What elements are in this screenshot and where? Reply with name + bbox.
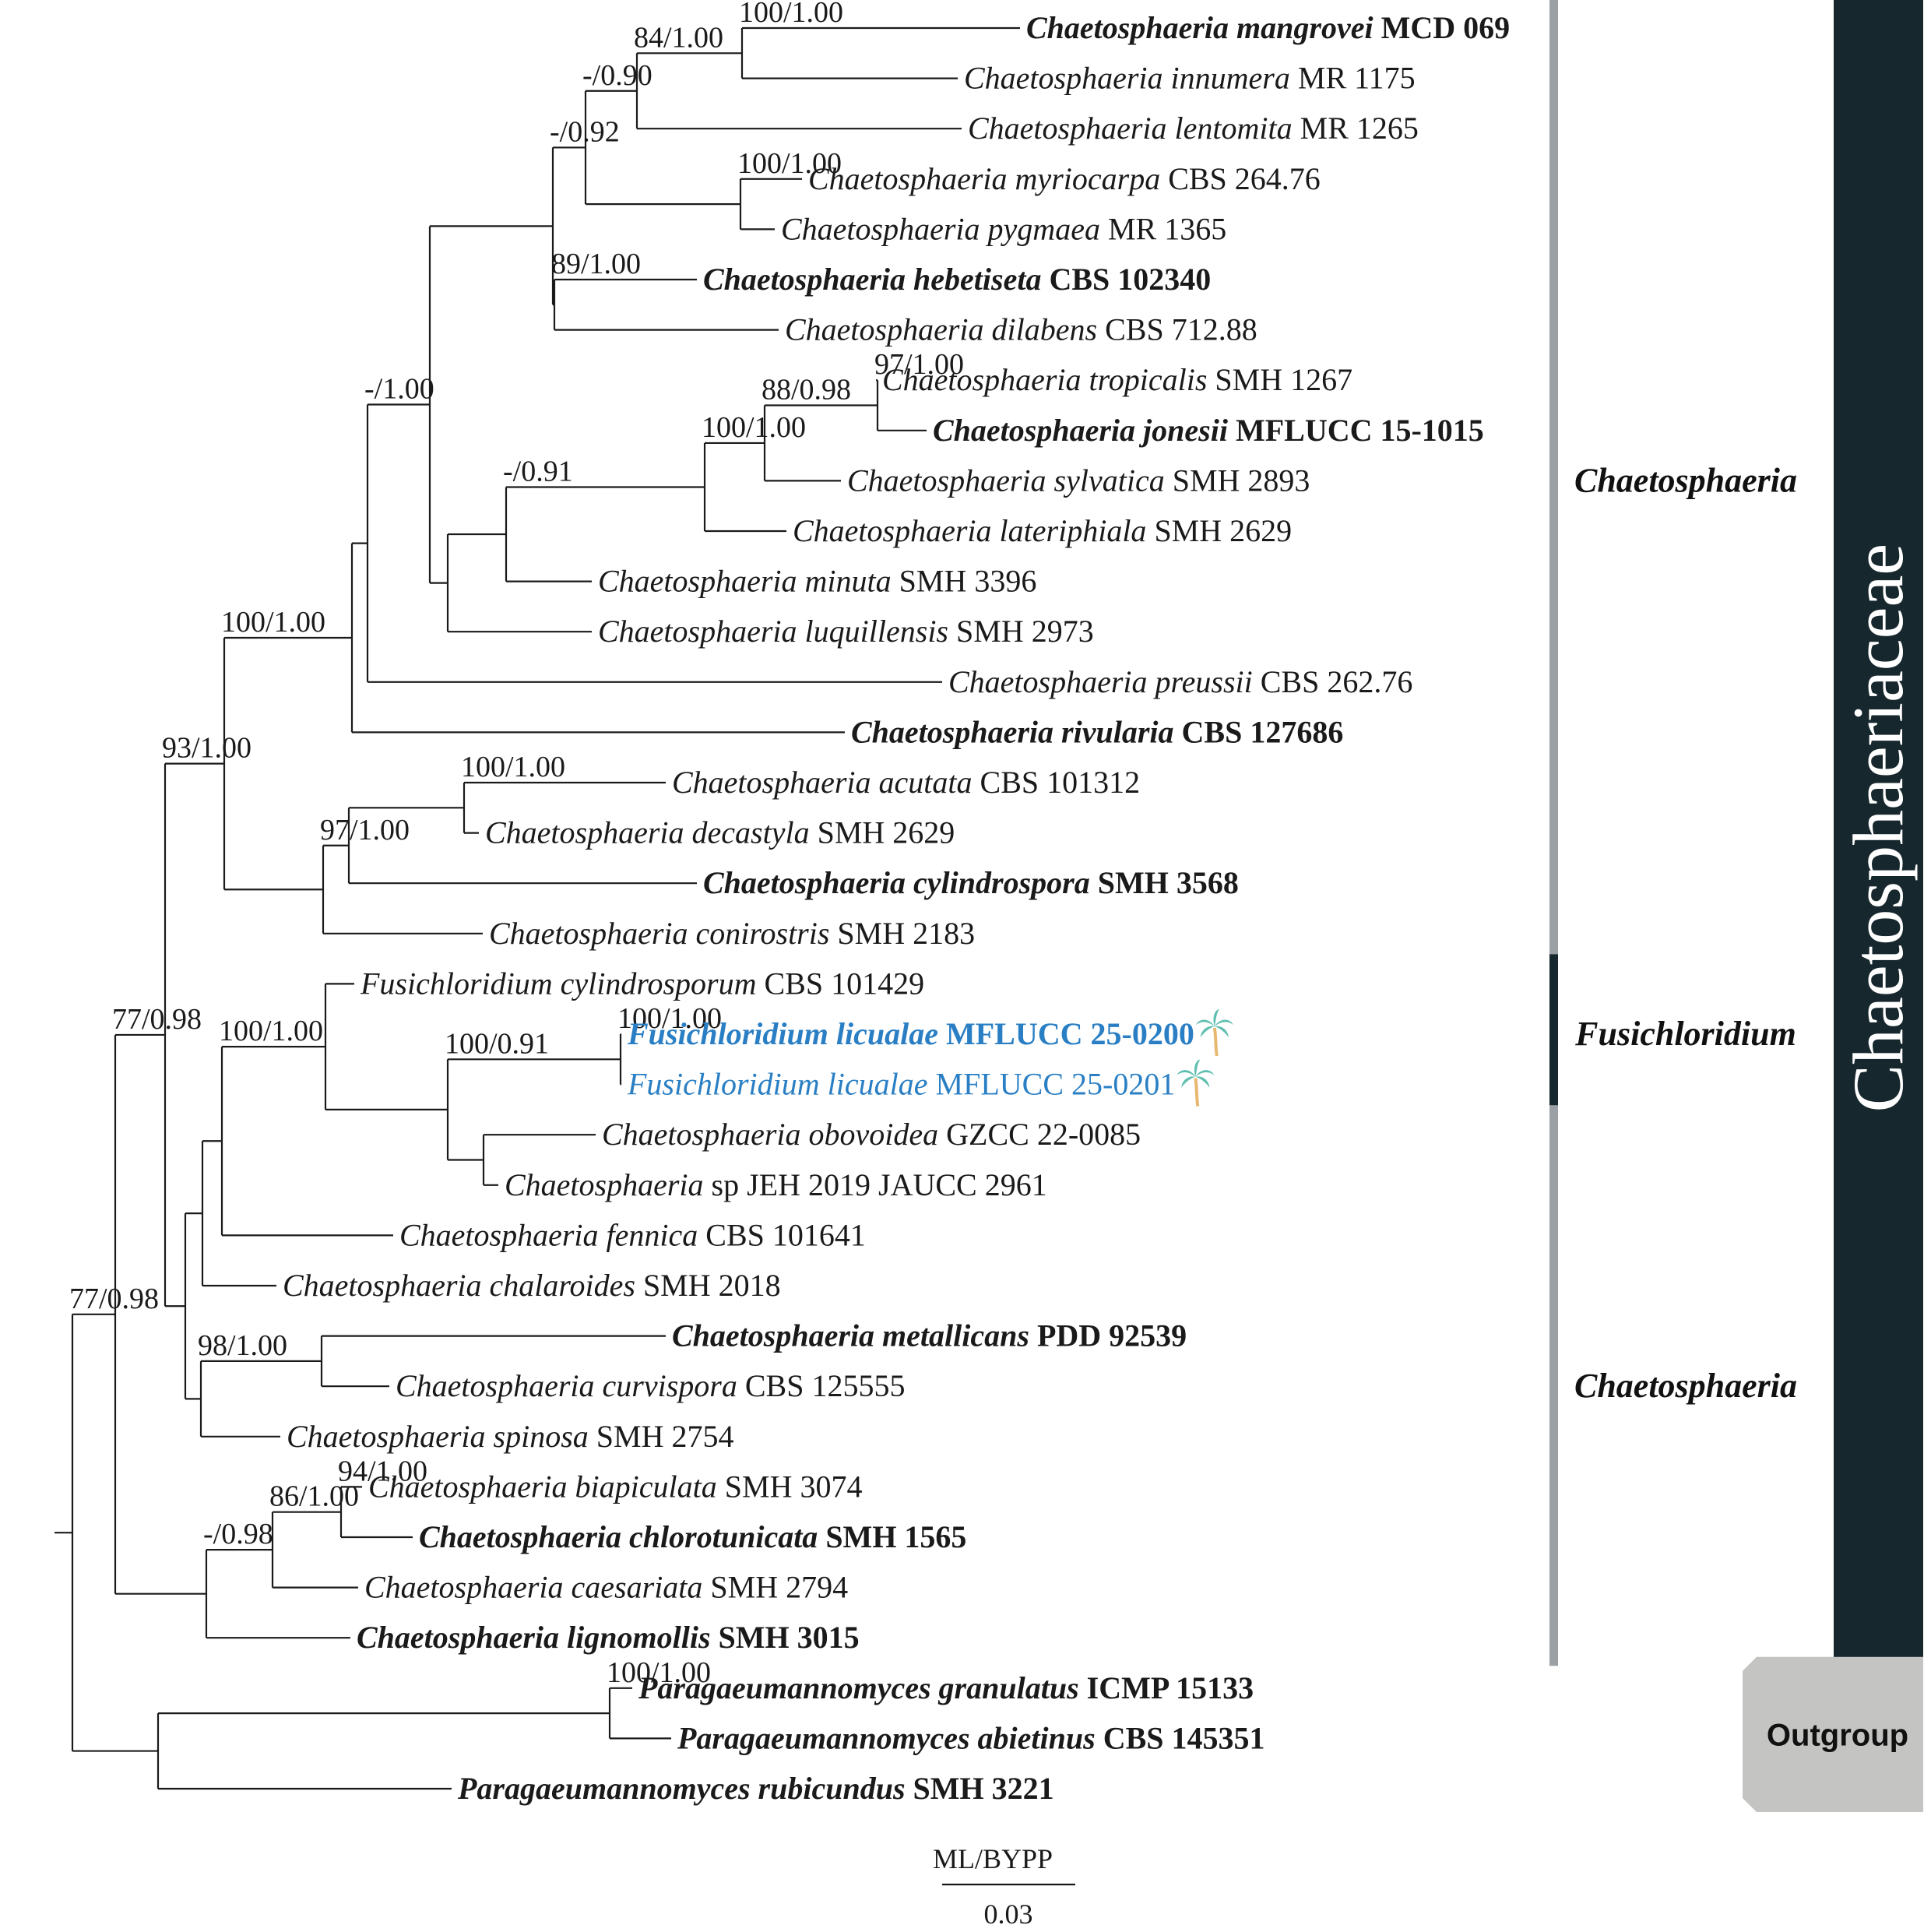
clade-label: Fusichloridium bbox=[1574, 1015, 1796, 1053]
taxon-label: Chaetosphaeria lentomita MR 1265 bbox=[968, 111, 1419, 146]
clade-bar bbox=[1549, 1105, 1558, 1666]
clade-label: Chaetosphaeria bbox=[1574, 1367, 1797, 1405]
support-value: 100/0.91 bbox=[445, 1027, 549, 1060]
family-label: Chaetosphaeriaceae bbox=[1838, 544, 1918, 1112]
taxon-label: Chaetosphaeria cylindrospora SMH 3568 bbox=[703, 865, 1239, 900]
clade-bars: ChaetosphaeriaFusichloridiumChaetosphaer… bbox=[1549, 0, 1923, 1812]
clade-bar bbox=[1549, 954, 1558, 1113]
taxon-label: Chaetosphaeria chalaroides SMH 2018 bbox=[283, 1268, 781, 1303]
family-band bbox=[1834, 0, 1923, 1673]
taxon-label: Chaetosphaeria lignomollis SMH 3015 bbox=[357, 1620, 860, 1655]
tree-branches bbox=[55, 26, 1020, 1790]
clade-bar bbox=[1549, 0, 1558, 962]
scale-bar: ML/BYPP 0.03 bbox=[933, 1843, 1075, 1930]
taxon-label: Fusichloridium cylindrosporum CBS 101429 bbox=[360, 966, 924, 1001]
support-value: 89/1.00 bbox=[551, 248, 641, 280]
scale-value-label: 0.03 bbox=[984, 1899, 1033, 1930]
support-value: -/1.00 bbox=[364, 372, 434, 405]
scale-method-label: ML/BYPP bbox=[933, 1843, 1053, 1874]
support-value: 100/1.00 bbox=[739, 0, 843, 29]
taxon-label: Chaetosphaeria conirostris SMH 2183 bbox=[489, 916, 975, 951]
taxon-label: Paragaeumannomyces granulatus ICMP 15133 bbox=[638, 1670, 1254, 1705]
taxon-label: Paragaeumannomyces rubicundus SMH 3221 bbox=[457, 1771, 1054, 1806]
taxon-label: Chaetosphaeria dilabens CBS 712.88 bbox=[785, 312, 1257, 347]
support-value: 100/1.00 bbox=[221, 606, 325, 639]
support-value: -/0.91 bbox=[503, 455, 573, 487]
support-value: 100/1.00 bbox=[702, 411, 806, 444]
taxon-label: Chaetosphaeria innumera MR 1175 bbox=[964, 61, 1416, 96]
taxon-label: Chaetosphaeria tropicalis SMH 1267 bbox=[882, 362, 1352, 397]
support-value: 100/1.00 bbox=[737, 147, 842, 180]
taxon-label: Chaetosphaeria myriocarpa CBS 264.76 bbox=[808, 161, 1321, 196]
taxon-label: Chaetosphaeria minuta SMH 3396 bbox=[598, 564, 1036, 599]
taxon-label: Chaetosphaeria sylvatica SMH 2893 bbox=[847, 463, 1310, 498]
taxon-label: Chaetosphaeria rivularia CBS 127686 bbox=[851, 714, 1343, 749]
support-value: 97/1.00 bbox=[320, 814, 410, 846]
outgroup-box bbox=[1743, 1656, 1923, 1812]
support-value: 94/1.00 bbox=[338, 1455, 427, 1487]
taxon-label: Chaetosphaeria preussii CBS 262.76 bbox=[948, 664, 1412, 699]
taxon-label: Paragaeumannomyces abietinus CBS 145351 bbox=[677, 1720, 1265, 1755]
support-value: 100/1.00 bbox=[219, 1015, 323, 1047]
outgroup-label: Outgroup bbox=[1767, 1718, 1908, 1752]
taxon-labels: Chaetosphaeria mangrovei MCD 069Chaetosp… bbox=[283, 10, 1510, 1806]
taxon-label: Fusichloridium licualae MFLUCC 25-0201 bbox=[627, 1067, 1175, 1102]
support-value: -/0.98 bbox=[203, 1518, 273, 1550]
support-value: 100/1.00 bbox=[607, 1656, 711, 1689]
taxon-label: Chaetosphaeria jonesii MFLUCC 15-1015 bbox=[933, 413, 1484, 448]
taxon-label: Fusichloridium licualae MFLUCC 25-0200 bbox=[627, 1016, 1194, 1051]
taxon-label: Chaetosphaeria acutata CBS 101312 bbox=[672, 765, 1140, 800]
support-value: 77/0.98 bbox=[112, 1003, 202, 1036]
support-value: 93/1.00 bbox=[162, 732, 251, 765]
taxon-label: Chaetosphaeria caesariata SMH 2794 bbox=[364, 1570, 848, 1605]
taxon-label: Chaetosphaeria metallicans PDD 92539 bbox=[672, 1318, 1187, 1353]
support-value: 84/1.00 bbox=[634, 21, 723, 54]
palm-tree-icon bbox=[1195, 1009, 1233, 1057]
taxon-label: Chaetosphaeria pygmaea MR 1365 bbox=[781, 211, 1226, 246]
taxon-label: Chaetosphaeria curvispora CBS 125555 bbox=[396, 1368, 905, 1403]
support-value: 86/1.00 bbox=[269, 1480, 359, 1513]
support-values: 100/1.00 84/1.00 100/1.00 -/0.90 89/1.00 -/0.… bbox=[69, 0, 964, 1689]
taxon-label: Chaetosphaeria hebetiseta CBS 102340 bbox=[703, 262, 1211, 297]
taxon-label: Chaetosphaeria chlorotunicata SMH 1565 bbox=[419, 1519, 966, 1554]
support-value: -/0.90 bbox=[582, 59, 652, 92]
taxon-label: Chaetosphaeria mangrovei MCD 069 bbox=[1026, 10, 1510, 45]
taxon-label: Chaetosphaeria sp JEH 2019 JAUCC 2961 bbox=[505, 1167, 1047, 1202]
support-value: 100/1.00 bbox=[617, 1002, 722, 1035]
taxon-label: Chaetosphaeria luquillensis SMH 2973 bbox=[598, 614, 1094, 649]
support-value: 88/0.98 bbox=[761, 374, 851, 406]
clade-label: Chaetosphaeria bbox=[1574, 461, 1797, 499]
support-value: 97/1.00 bbox=[874, 348, 964, 381]
taxon-label: Chaetosphaeria obovoidea GZCC 22-0085 bbox=[602, 1117, 1141, 1152]
taxon-label: Chaetosphaeria decastyla SMH 2629 bbox=[485, 815, 955, 850]
support-value: 77/0.98 bbox=[69, 1283, 159, 1315]
taxon-label: Chaetosphaeria fennica CBS 101641 bbox=[399, 1217, 866, 1252]
support-value: -/0.92 bbox=[550, 115, 620, 148]
palm-tree-icon bbox=[1177, 1059, 1215, 1107]
support-value: 98/1.00 bbox=[198, 1329, 287, 1362]
taxon-label: Chaetosphaeria lateriphiala SMH 2629 bbox=[793, 513, 1292, 548]
taxon-label: Chaetosphaeria biapiculata SMH 3074 bbox=[368, 1469, 862, 1504]
support-value: 100/1.00 bbox=[461, 751, 565, 783]
taxon-label: Chaetosphaeria spinosa SMH 2754 bbox=[287, 1419, 734, 1454]
